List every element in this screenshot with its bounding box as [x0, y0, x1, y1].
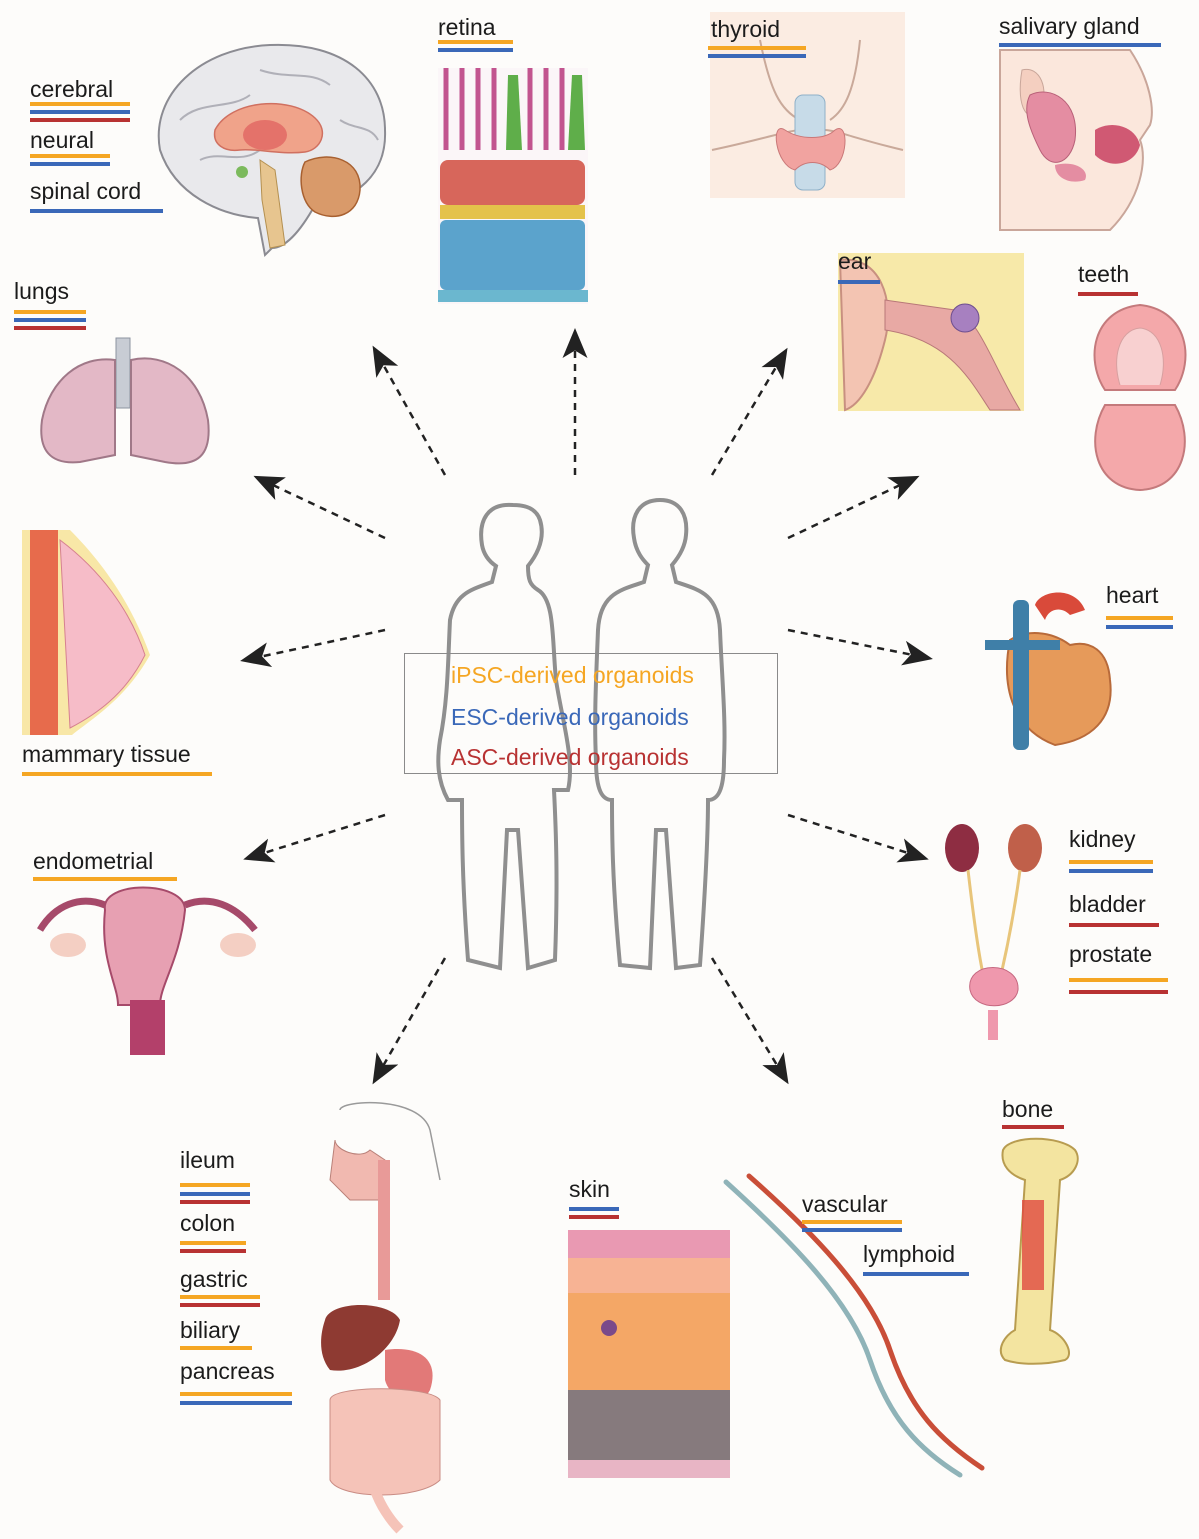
arrow-left-lungs [258, 478, 385, 538]
label-spinal-cord: spinal cord [30, 178, 141, 204]
mammary-illustration [22, 530, 150, 735]
label-lungs: lungs [14, 278, 69, 304]
bar-thyroid-ipsc [708, 46, 806, 50]
bar-skin-esc [569, 1207, 619, 1211]
bar-lymphoid-esc [863, 1272, 969, 1276]
bar-retina-esc [438, 48, 513, 52]
arrow-left-mammary [245, 630, 385, 660]
bar-cerebral-ipsc [30, 102, 130, 106]
label-ileum: ileum [180, 1147, 235, 1173]
label-heart: heart [1106, 582, 1158, 608]
arrow-left-endometrial [248, 815, 385, 858]
bar-mammary-tissue-ipsc [22, 772, 212, 776]
legend-asc: ASC-derived organoids [451, 744, 689, 771]
bar-neural-esc [30, 162, 110, 166]
bar-gastric-ipsc [180, 1295, 260, 1299]
arrow-right-kidney [788, 815, 924, 858]
bar-salivary-gland-esc [999, 43, 1161, 47]
label-teeth: teeth [1078, 261, 1129, 287]
bar-biliary-ipsc [180, 1346, 252, 1350]
label-endometrial: endometrial [33, 848, 153, 874]
legend-box: iPSC-derived organoids ESC-derived organ… [404, 653, 778, 774]
bar-lungs-esc [14, 318, 86, 322]
bar-heart-ipsc [1106, 616, 1173, 620]
bar-colon-ipsc [180, 1241, 246, 1245]
label-vascular: vascular [802, 1191, 888, 1217]
digestive-system-illustration [321, 1103, 440, 1530]
label-retina: retina [438, 14, 496, 40]
bar-bone-asc [1002, 1125, 1064, 1129]
arrow-right-ear [788, 478, 915, 538]
label-thyroid: thyroid [711, 16, 780, 42]
label-lymphoid: lymphoid [863, 1241, 955, 1267]
bar-heart-esc [1106, 625, 1173, 629]
bar-vascular-esc [802, 1228, 902, 1232]
bar-thyroid-esc [708, 54, 806, 58]
bar-ear-esc [838, 280, 880, 284]
label-pancreas: pancreas [180, 1358, 275, 1384]
skin-illustration [568, 1230, 730, 1478]
label-biliary: biliary [180, 1317, 240, 1343]
brain-illustration [159, 45, 385, 255]
bar-bladder-asc [1069, 923, 1159, 927]
bar-pancreas-esc [180, 1401, 292, 1405]
bar-kidney-ipsc [1069, 860, 1153, 864]
bar-lungs-ipsc [14, 310, 86, 314]
bar-pancreas-ipsc [180, 1392, 292, 1396]
bar-ileum-esc [180, 1192, 250, 1196]
arrow-upper-right [712, 352, 785, 475]
label-colon: colon [180, 1210, 235, 1236]
retina-illustration [438, 68, 588, 304]
heart-illustration [985, 593, 1111, 751]
bar-teeth-asc [1078, 292, 1138, 296]
arrow-right-heart [788, 630, 928, 658]
bar-lungs-asc [14, 326, 86, 330]
label-prostate: prostate [1069, 941, 1152, 967]
label-kidney: kidney [1069, 826, 1135, 852]
arrow-lower-right [712, 958, 786, 1080]
bar-colon-asc [180, 1249, 246, 1253]
label-cerebral: cerebral [30, 76, 113, 102]
label-salivary-gland: salivary gland [999, 13, 1140, 39]
bar-spinal-cord-esc [30, 209, 163, 213]
label-mammary-tissue: mammary tissue [22, 741, 191, 767]
bar-endometrial-ipsc [33, 877, 177, 881]
arrow-upper-left [375, 350, 445, 475]
label-bladder: bladder [1069, 891, 1146, 917]
bar-cerebral-asc [30, 118, 130, 122]
bar-prostate-asc [1069, 990, 1168, 994]
bar-cerebral-esc [30, 110, 130, 114]
label-ear: ear [838, 248, 871, 274]
label-skin: skin [569, 1176, 610, 1202]
legend-esc: ESC-derived organoids [451, 704, 689, 731]
lungs-illustration [41, 338, 208, 463]
bar-kidney-esc [1069, 869, 1153, 873]
ear-illustration [838, 253, 1024, 411]
urinary-tract-illustration [945, 824, 1042, 1040]
salivary-gland-illustration [1000, 50, 1152, 230]
bar-ileum-ipsc [180, 1183, 250, 1187]
teeth-illustration [1095, 305, 1186, 490]
bar-gastric-asc [180, 1303, 260, 1307]
legend-ipsc: iPSC-derived organoids [451, 662, 694, 689]
arrow-lower-left [375, 958, 445, 1080]
bar-prostate-ipsc [1069, 978, 1168, 982]
bar-neural-ipsc [30, 154, 110, 158]
uterus-illustration [40, 888, 256, 1056]
bar-vascular-ipsc [802, 1220, 902, 1224]
label-bone: bone [1002, 1096, 1053, 1122]
bone-illustration [1001, 1139, 1078, 1364]
label-neural: neural [30, 127, 94, 153]
label-gastric: gastric [180, 1266, 248, 1292]
bar-skin-asc [569, 1215, 619, 1219]
bar-ileum-asc [180, 1200, 250, 1204]
bar-retina-ipsc [438, 40, 513, 44]
